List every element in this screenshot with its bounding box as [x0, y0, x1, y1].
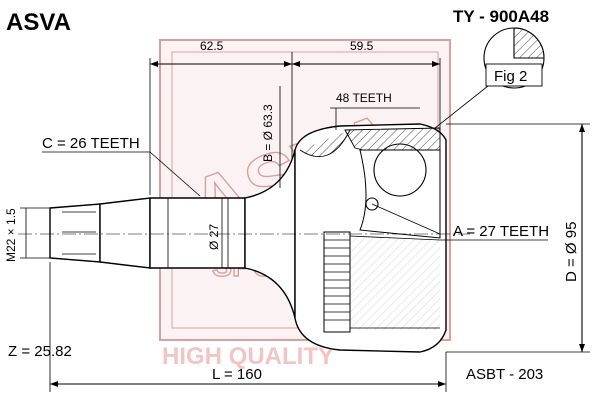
label-b-diameter: B = Ø 63.3 — [261, 104, 275, 162]
label-z-value: Z = 25.82 — [8, 343, 72, 360]
label-a-teeth: A = 27 TEETH — [453, 223, 549, 240]
fig-label: Fig 2 — [494, 68, 527, 85]
watermark-text: HIGH QUALITY — [162, 343, 334, 370]
outer-joint — [294, 123, 447, 353]
part-number: TY - 900A48 — [453, 7, 549, 26]
label-outer-teeth: 48 TEETH — [336, 91, 392, 105]
dim-top-right: 59.5 — [350, 39, 374, 53]
label-boot-code: ASBT - 203 — [466, 366, 543, 383]
dim-top-left: 62.5 — [200, 39, 224, 53]
brand-name: ASVA — [6, 9, 71, 36]
label-c-teeth: C = 26 TEETH — [42, 135, 140, 152]
label-shaft-diameter: Ø 27 — [207, 224, 221, 250]
label-thread: M22 × 1.5 — [4, 208, 18, 262]
fig2-detail: Fig 2 — [429, 27, 545, 133]
top-dimensions: 62.5 59.5 — [149, 39, 441, 195]
label-length: L = 160 — [212, 366, 262, 383]
label-d-diameter: D = Ø 95 — [563, 222, 580, 282]
labels: 48 TEETH B = Ø 63.3 C = 26 TEETH Ø 27 M2… — [4, 86, 590, 392]
